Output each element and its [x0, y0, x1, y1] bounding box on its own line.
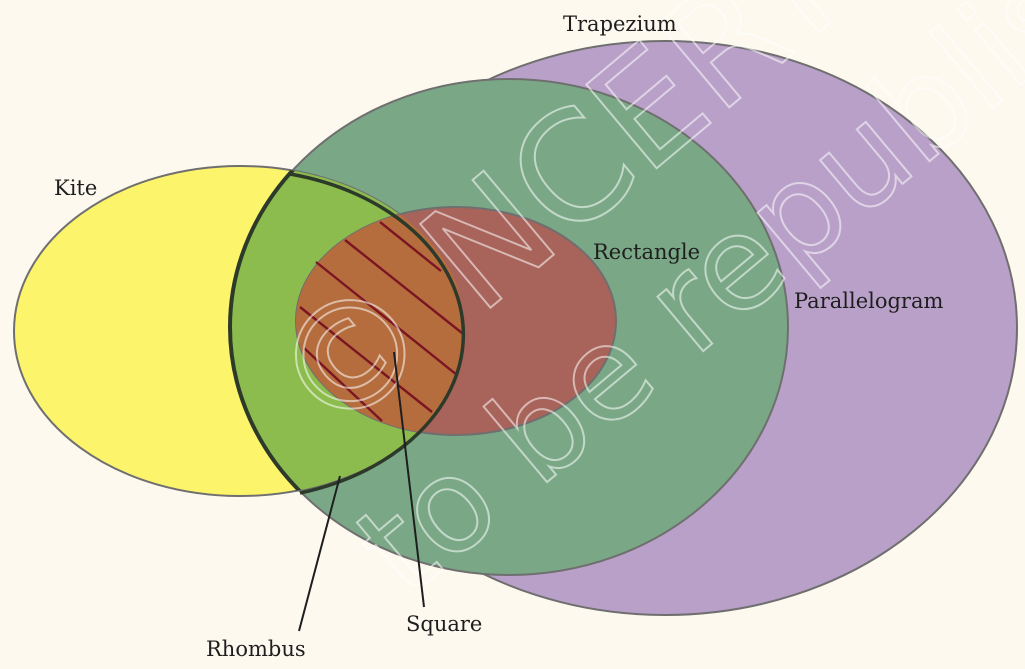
rhombus-leader-line: [298, 475, 341, 632]
rhombus-label: Rhombus: [206, 637, 306, 661]
rectangle-label: Rectangle: [593, 240, 700, 264]
kite-label: Kite: [54, 176, 97, 200]
square-leader-line: [393, 351, 425, 608]
trapezium-label: Trapezium: [563, 12, 677, 36]
rhombus-region: [230, 166, 466, 496]
parallelogram-label: Parallelogram: [794, 289, 943, 313]
square-hatch: [299, 221, 463, 422]
kite-inner-outline: [289, 172, 466, 495]
rhombus-outline: [228, 166, 466, 496]
square-label: Square: [406, 612, 482, 636]
